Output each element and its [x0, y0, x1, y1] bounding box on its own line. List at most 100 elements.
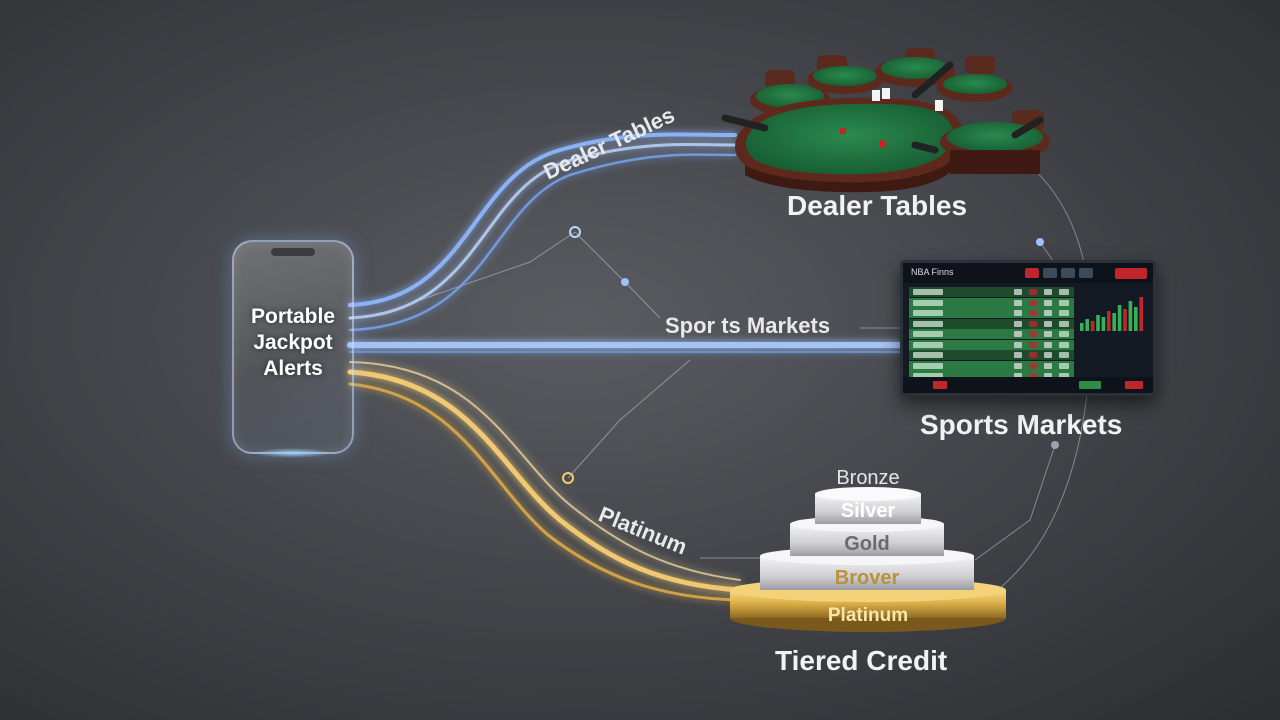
dashboard-bar [1134, 307, 1138, 331]
cards [840, 88, 943, 148]
dashboard-cell [1014, 299, 1022, 306]
dashboard-cell [1014, 352, 1022, 358]
dashboard-cell [1029, 299, 1037, 306]
dashboard-cell [1014, 341, 1022, 348]
tier-silver-top [815, 487, 921, 501]
dashboard-header: NBA Finns [903, 263, 1153, 283]
dashboard-cell [1014, 373, 1022, 379]
dashboard-cell [1014, 320, 1022, 327]
dashboard-row [909, 297, 1074, 308]
dashboard-cell [1029, 341, 1037, 348]
dashboard-cell [1044, 289, 1052, 295]
phone-device: Portable Jackpot Alerts [232, 240, 354, 458]
node-dot-right-2 [1051, 441, 1059, 449]
main-table-felt [746, 103, 953, 175]
tier-stack: Bronze Silver Gold Brover Platinum [730, 467, 1006, 632]
blue-path-upper-3 [348, 153, 737, 332]
tier-label-platinum: Platinum [828, 605, 908, 626]
dashboard-cell [913, 373, 943, 379]
dashboard-bar [1096, 315, 1100, 331]
dashboard-cell [1044, 362, 1052, 369]
phone-label-line: Alerts [263, 357, 323, 380]
dashboard-row [909, 318, 1074, 329]
chair [965, 56, 995, 74]
footer-badge [1079, 381, 1101, 389]
dashboard-bar [1139, 297, 1143, 331]
footer-badge [933, 381, 947, 389]
phone-label-line: Jackpot [253, 331, 333, 354]
dashboard-cell [913, 289, 943, 295]
dashboard-row [909, 371, 1074, 381]
dashboard-cell [1044, 331, 1052, 337]
phone-label: Portable Jackpot Alerts [234, 304, 352, 382]
blue-path-upper-1 [348, 132, 737, 307]
chip [880, 140, 886, 148]
dealer-arm [1011, 116, 1044, 139]
main-table-base [745, 150, 960, 193]
path-label-dealer-tables: Dealer Tables [540, 102, 679, 184]
node-title-sports-markets: Sports Markets [920, 409, 1122, 440]
dashboard-row [909, 360, 1074, 371]
footer-badge [1125, 381, 1143, 389]
node-dot-gold [562, 472, 574, 484]
dashboard-bar [1085, 319, 1089, 331]
dashboard-cell [1059, 373, 1069, 379]
dashboard-cell [913, 320, 943, 327]
blue-path-upper-2 [348, 143, 737, 320]
dashboard-row [909, 308, 1074, 318]
dashboard-cell [1029, 352, 1037, 358]
dashboard-cell [1014, 331, 1022, 337]
sports-dashboard: NBA Finns [900, 260, 1156, 396]
dashboard-cell [913, 299, 943, 306]
connector-sports-tier [974, 444, 1056, 561]
node-dot-blue-2 [621, 278, 629, 286]
gold-flow-paths [347, 361, 743, 602]
dashboard-indicator [1025, 268, 1039, 278]
table-felt [943, 74, 1007, 94]
phone-notch [271, 248, 315, 256]
dealer-arm [911, 61, 954, 99]
node-title-tiered-credit: Tiered Credit [775, 645, 947, 676]
chairs [765, 48, 1044, 132]
dashboard-cell [913, 331, 943, 337]
dashboard-cell [913, 310, 943, 316]
dashboard-title: NBA Finns [911, 267, 954, 277]
dashboard-bar [1117, 305, 1122, 331]
dashboard-cell [1044, 299, 1052, 306]
gold-path-3 [349, 361, 741, 581]
dashboard-cell [1029, 310, 1037, 316]
dashboard-cell [1029, 331, 1037, 337]
card [935, 100, 943, 111]
dashboard-indicator [1061, 268, 1075, 278]
dashboard-bar [1128, 301, 1133, 331]
gold-path-1 [347, 369, 743, 593]
dashboard-cell [913, 362, 943, 369]
dashboard-bar [1101, 317, 1106, 331]
dashboard-cell [1059, 362, 1069, 369]
dashboard-bar [1090, 321, 1095, 331]
dashboard-row [909, 350, 1074, 360]
dashboard-indicator [1043, 268, 1057, 278]
dashboard-cell [913, 352, 943, 358]
dashboard-cell [1059, 320, 1069, 327]
dashboard-bar [1080, 323, 1084, 331]
dashboard-cell [1029, 320, 1037, 327]
dashboard-cell [1059, 299, 1069, 306]
table-base [950, 150, 1040, 174]
dashboard-cell [1044, 320, 1052, 327]
dashboard-cell [1029, 289, 1037, 295]
dealer-arm [721, 114, 769, 132]
dashboard-cell [1059, 341, 1069, 348]
card [872, 90, 880, 101]
connector-center [567, 359, 691, 479]
connector-phone-dealer [419, 231, 576, 301]
phone-glow [254, 448, 332, 458]
dealer-tables-illustration [721, 48, 1050, 193]
dashboard-bar [1123, 309, 1127, 331]
dashboard-row [909, 339, 1074, 350]
dashboard-cell [1059, 352, 1069, 358]
dashboard-cell [1029, 362, 1037, 369]
table-felt [813, 66, 877, 86]
tier-label-bronze: Bronze [836, 467, 899, 489]
